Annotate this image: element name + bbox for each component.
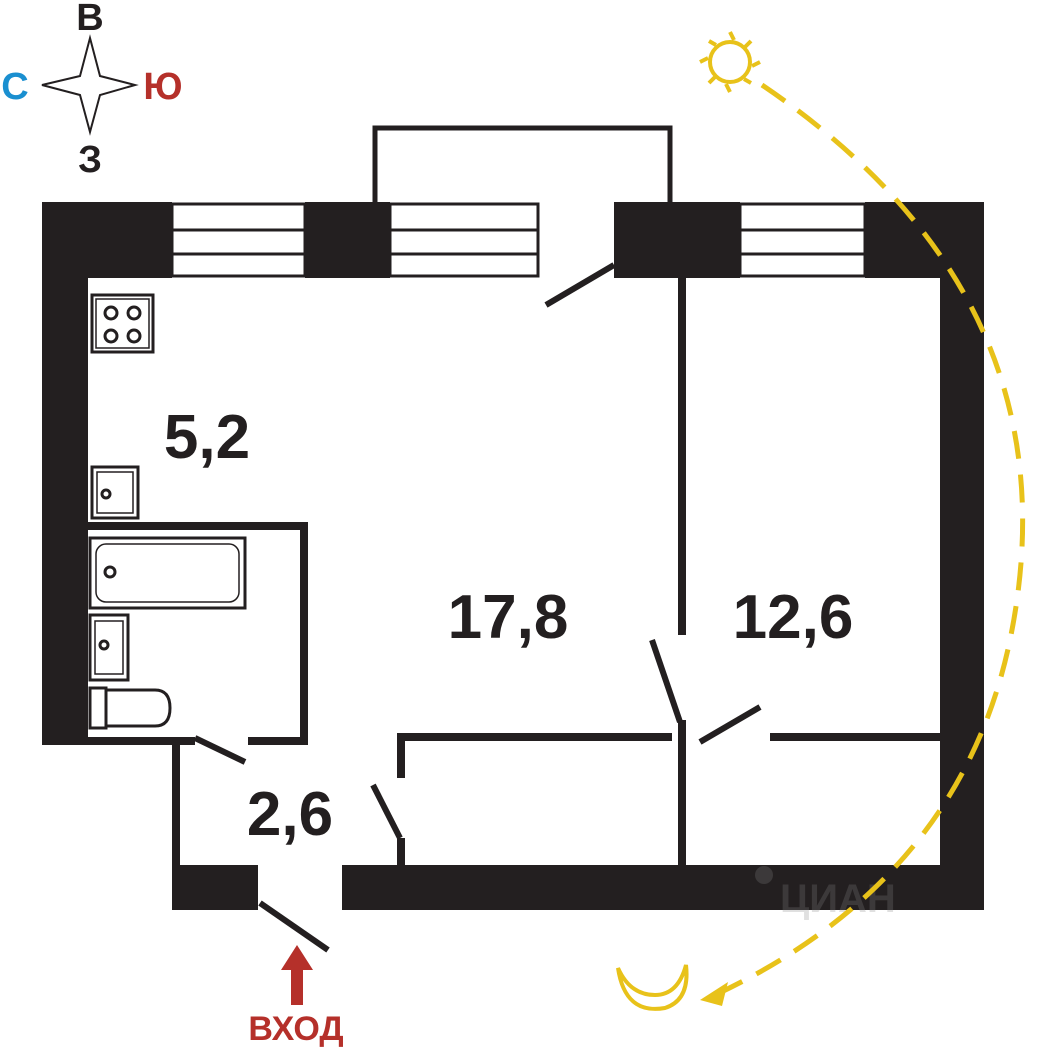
toilet-icon (88, 686, 172, 730)
stove-icon (90, 293, 155, 354)
balcony (372, 125, 673, 202)
moon-icon (616, 964, 689, 1011)
compass: В З С Ю (1, 0, 182, 181)
kitchen-sink-icon (90, 465, 140, 520)
entrance-label: ВХОД (248, 1010, 343, 1047)
bedroom-area: 12,6 (733, 583, 854, 652)
bathtub-icon (88, 536, 247, 610)
windows (170, 202, 867, 278)
arc-arrowhead (700, 982, 728, 1006)
bathroom-sink-icon (88, 613, 130, 682)
compass-south: Ю (143, 66, 182, 108)
hallway-area: 2,6 (247, 780, 333, 849)
compass-west: З (78, 139, 102, 181)
living-room-area: 17,8 (448, 583, 569, 652)
window (170, 202, 307, 278)
doors (193, 262, 762, 953)
entrance-arrow-icon (281, 945, 313, 1005)
window (388, 202, 540, 278)
entrance: ВХОД (248, 945, 344, 1047)
compass-north: С (1, 66, 28, 108)
sun-icon (699, 31, 761, 93)
kitchen-area: 5,2 (164, 403, 250, 472)
window (738, 202, 867, 278)
sun-path (616, 31, 1026, 1011)
fixtures (88, 293, 247, 730)
room-labels: 5,2 17,8 12,6 2,6 (164, 403, 853, 849)
walls (42, 202, 984, 910)
compass-east: В (76, 0, 103, 39)
sun-arc (713, 82, 1026, 998)
